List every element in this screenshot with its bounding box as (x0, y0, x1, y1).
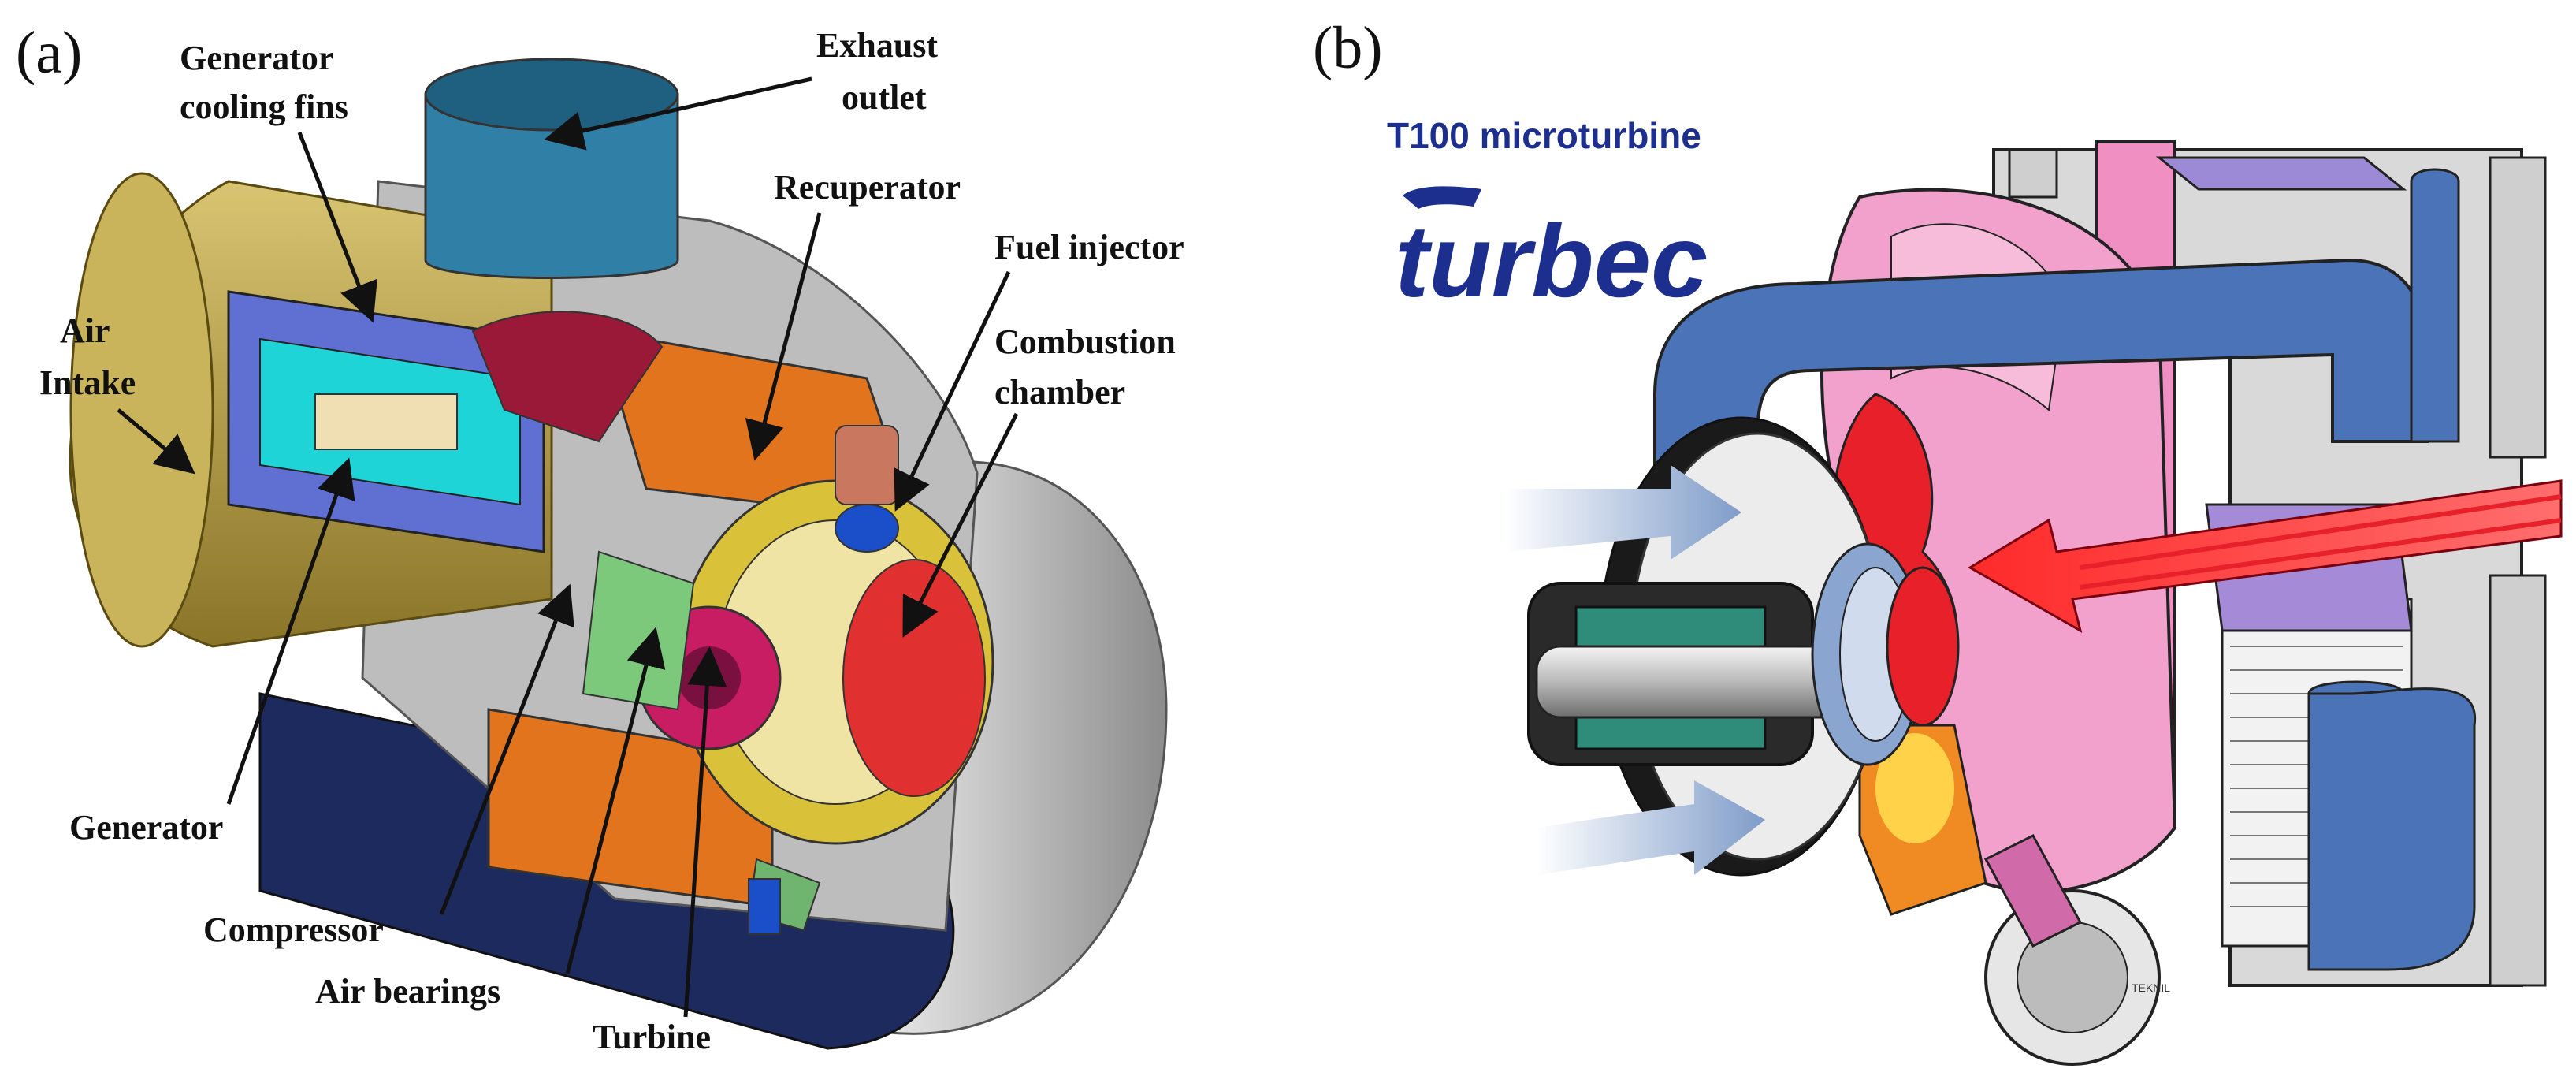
product-title: T100 microturbine (1387, 115, 1701, 156)
panel-b-letter: (b) (1313, 15, 1383, 81)
arrow-air-bearings (565, 627, 666, 974)
inlet-air-arrow-upper (1505, 465, 1741, 560)
artist-mark: TEKNIL (2132, 981, 2170, 994)
leader-arrows-panel-a (117, 76, 1019, 1018)
label-compressor: Compressor (203, 910, 384, 949)
label-generator: Generator (69, 808, 223, 847)
arrow-recuperator (745, 212, 822, 461)
arrow-exhaust-outlet (544, 76, 812, 151)
label-fuel-injector: Fuel injector (994, 228, 1184, 266)
t100-microturbine-illustration: TEKNIL (1505, 140, 2563, 1066)
arrow-fuel-injector (894, 270, 1011, 512)
arrow-turbine (683, 646, 727, 1018)
label-recuperator: Recuperator (774, 168, 961, 207)
label-turbine: Turbine (593, 1018, 711, 1056)
panel-a-letter: (a) (16, 20, 82, 86)
label-generator-cooling-fins: Generator cooling fins (180, 39, 348, 126)
arrow-compressor (439, 583, 574, 915)
arrow-generator-cooling-fins (297, 132, 377, 323)
turbec-logo: turbec (1395, 186, 1708, 318)
panel-a: (a) (16, 20, 1184, 1056)
label-combustion-chamber: Combustion chamber (994, 322, 1184, 411)
arrow-air-intake (117, 408, 195, 475)
heat-exchanger-plates-top (2155, 156, 2407, 191)
arrow-combustion-chamber (902, 412, 1019, 638)
label-air-bearings: Air bearings (315, 972, 500, 1011)
label-air-intake: Air Intake (39, 311, 136, 402)
arrow-generator (226, 457, 355, 805)
brand-logo-text: turbec (1395, 203, 1708, 318)
panel-b: (b) T100 microturbine turbec (1313, 15, 2563, 1066)
inlet-air-arrow-lower (1537, 780, 1765, 875)
label-exhaust-outlet: Exhaust outlet (816, 26, 946, 117)
microturbine-cutaway-drawing (69, 58, 1168, 1050)
turbine-wheel (1886, 566, 1960, 727)
